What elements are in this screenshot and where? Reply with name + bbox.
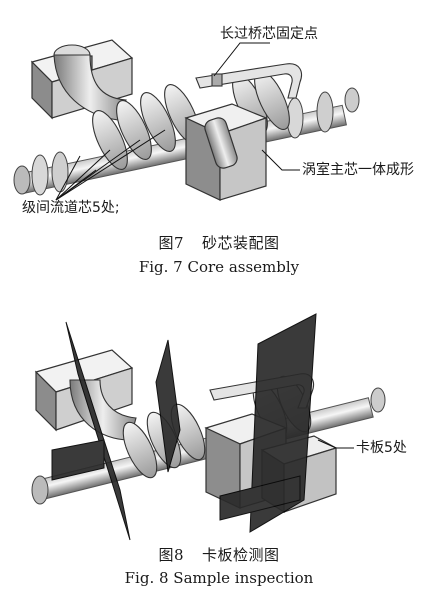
figure-8-caption-cn: 图8 卡板检测图 [0, 544, 438, 565]
callout-interstage-cores: 级间流道芯5处; [22, 200, 120, 216]
core-assembly-drawing: 长过桥芯固定点 涡室主芯一体成形 级间流道芯5处; [13, 26, 414, 216]
callout-leaders [55, 42, 300, 201]
shaft-collars [31, 91, 334, 196]
callout-gauge-plates: 卡板5处 [356, 440, 407, 456]
figure-7: 长过桥芯固定点 涡室主芯一体成形 级间流道芯5处; [0, 0, 438, 235]
sample-inspection-drawing: 卡板5处 [31, 313, 407, 541]
long-bridge-core [195, 63, 303, 99]
figure-7-caption-en: Fig. 7 Core assembly [138, 258, 300, 276]
figure-7-caption-cn: 图7 砂芯装配图 [0, 232, 438, 253]
gauge-plates [51, 313, 317, 541]
inlet-pipe-core [53, 44, 127, 121]
figure-8: 卡板5处 [0, 300, 438, 545]
figure-8-title-cn: 卡板检测图 [202, 546, 280, 564]
callout-fix-point: 长过桥芯固定点 [220, 26, 318, 42]
callout-leaders [317, 439, 354, 449]
figure-8-caption-en: Fig. 8 Sample inspection [124, 569, 314, 587]
figure-8-number: 图8 [158, 546, 185, 564]
figure-7-number: 图7 [158, 234, 185, 252]
volute-main-core [184, 103, 268, 201]
figure-7-title-cn: 砂芯装配图 [202, 234, 280, 252]
callout-volute-core: 涡室主芯一体成形 [302, 161, 414, 178]
